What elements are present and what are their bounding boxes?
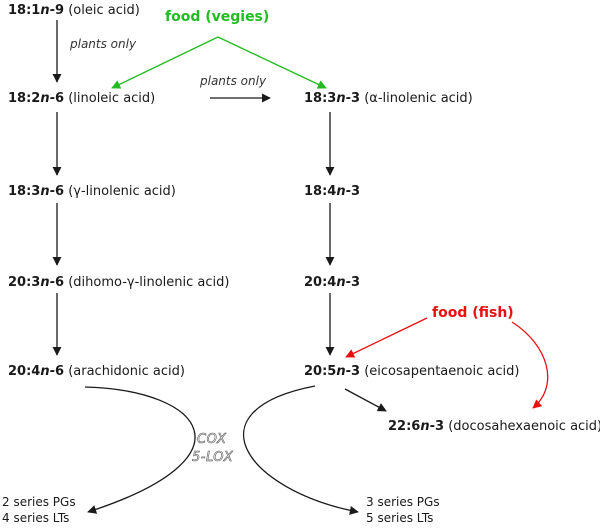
code-suffix: -6 <box>49 184 65 199</box>
food-vegies-label: food (vegies) <box>165 9 270 25</box>
common-name: (dihomo-γ-linolenic acid) <box>68 275 230 290</box>
fatty-acid-18-3-n3: 18:3n-3 (α-linolenic acid) <box>304 91 473 106</box>
code-prefix: 18:2 <box>8 91 41 106</box>
fatty-acid-22-6-n3: 22:6n-3 (docosahexaenoic acid) <box>388 419 600 434</box>
cox-label: COX <box>197 432 227 448</box>
code-suffix: -3 <box>345 275 361 290</box>
curve-aa-to-products <box>84 386 196 514</box>
code-prefix: 22:6 <box>388 419 421 434</box>
fatty-acid-18-3-n6: 18:3n-6 (γ-linolenic acid) <box>8 184 176 199</box>
code-prefix: 20:5 <box>304 364 337 379</box>
code-n: n <box>336 364 346 379</box>
code-n: n <box>336 184 346 199</box>
code-suffix: -3 <box>429 419 445 434</box>
common-name: (oleic acid) <box>68 3 140 18</box>
n6-pg-label: 2 series PGs <box>2 495 76 509</box>
arrow-fish-to-dha <box>511 321 549 409</box>
fatty-acid-18-1-n9: 18:1n-9 (oleic acid) <box>8 3 140 18</box>
food-fish-label: food (fish) <box>432 305 514 321</box>
fatty-acid-20-4-n6: 20:4n-6 (arachidonic acid) <box>8 364 185 379</box>
code-suffix: -6 <box>49 91 65 106</box>
arrow-vegies-to-ala <box>217 36 327 89</box>
arrow-fish-to-epa <box>345 317 428 358</box>
common-name: (eicosapentaenoic acid) <box>364 364 520 379</box>
code-n: n <box>40 275 50 290</box>
code-suffix: -6 <box>49 364 65 379</box>
common-name: (docosahexaenoic acid) <box>448 419 600 434</box>
common-name: (α-linolenic acid) <box>364 91 473 106</box>
code-suffix: -3 <box>345 184 361 199</box>
code-prefix: 18:3 <box>304 91 337 106</box>
n6-products: 2 series PGs 4 series LTs <box>2 494 76 526</box>
plants-only-note-2: plants only <box>200 74 267 88</box>
code-suffix: -3 <box>345 91 361 106</box>
code-prefix: 18:4 <box>304 184 337 199</box>
code-n: n <box>40 184 50 199</box>
fatty-acid-20-4-n3: 20:4n-3 <box>304 275 360 290</box>
code-n: n <box>40 3 50 18</box>
code-prefix: 18:3 <box>8 184 41 199</box>
lox-label: 5-LOX <box>192 450 234 466</box>
common-name: (arachidonic acid) <box>68 364 185 379</box>
code-n: n <box>420 419 430 434</box>
plants-only-note-1: plants only <box>70 37 137 51</box>
arrow-epa-to-dha <box>344 388 387 412</box>
n6-lt-label: 4 series LTs <box>2 511 70 525</box>
fatty-acid-18-4-n3: 18:4n-3 <box>304 184 360 199</box>
code-suffix: -9 <box>49 3 65 18</box>
code-prefix: 20:4 <box>304 275 337 290</box>
code-n: n <box>336 91 346 106</box>
code-n: n <box>40 91 50 106</box>
code-prefix: 20:3 <box>8 275 41 290</box>
fatty-acid-20-5-n3: 20:5n-3 (eicosapentaenoic acid) <box>304 364 519 379</box>
fatty-acid-20-3-n6: 20:3n-6 (dihomo-γ-linolenic acid) <box>8 275 229 290</box>
curve-epa-to-products <box>243 385 359 515</box>
arrow-vegies-to-linoleic <box>111 36 219 89</box>
fatty-acid-18-2-n6: 18:2n-6 (linoleic acid) <box>8 91 155 106</box>
code-prefix: 18:1 <box>8 3 41 18</box>
n3-pg-label: 3 series PGs <box>366 495 440 509</box>
common-name: (linoleic acid) <box>68 91 156 106</box>
code-suffix: -3 <box>345 364 361 379</box>
code-suffix: -6 <box>49 275 65 290</box>
n3-lt-label: 5 series LTs <box>366 511 434 525</box>
code-n: n <box>40 364 50 379</box>
code-n: n <box>336 275 346 290</box>
common-name: (γ-linolenic acid) <box>68 184 176 199</box>
n3-products: 3 series PGs 5 series LTs <box>366 494 440 526</box>
code-prefix: 20:4 <box>8 364 41 379</box>
